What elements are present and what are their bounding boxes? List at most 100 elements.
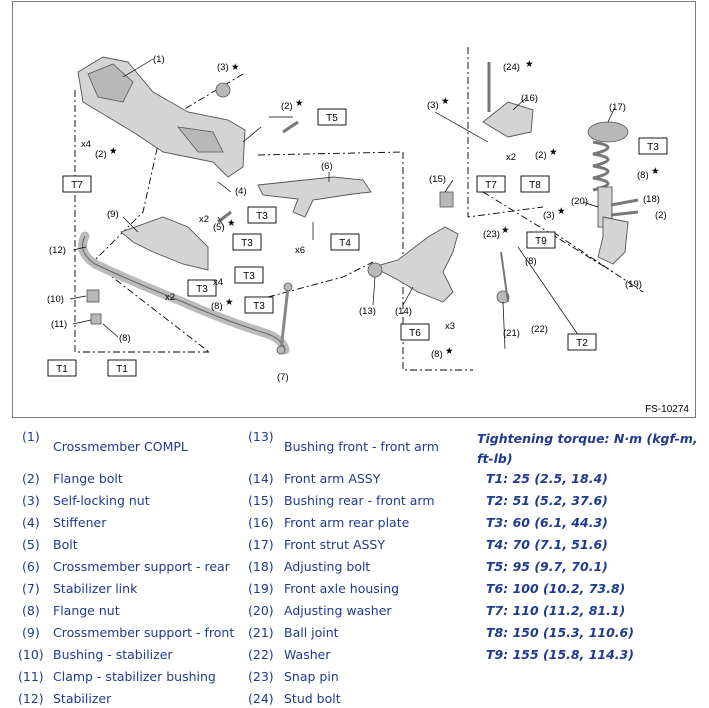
svg-text:x3: x3 xyxy=(445,321,455,332)
torque-row: T9: 155 (15.8, 114.3) xyxy=(486,647,634,662)
legend-item: (13) xyxy=(248,429,274,444)
torque-row: T3: 60 (6.1, 44.3) xyxy=(486,515,608,530)
legend-item: (24) xyxy=(248,691,274,706)
legend-item-label: Front arm ASSY xyxy=(284,471,381,486)
callouts: (1) (3) ★ (2) ★ x4 (2) ★ (4) x2 (5) ★ (6… xyxy=(47,54,667,383)
stabilizer-link-shape xyxy=(276,282,293,355)
legend-item-label: Ball joint xyxy=(284,625,339,640)
svg-text:(8): (8) xyxy=(525,256,537,267)
svg-text:(2): (2) xyxy=(535,150,547,161)
svg-text:T3: T3 xyxy=(256,211,268,222)
legend-item: (9) xyxy=(22,625,40,640)
svg-text:(8): (8) xyxy=(431,349,443,360)
legend-item: (14) xyxy=(248,471,274,486)
svg-text:x2: x2 xyxy=(506,152,516,163)
svg-text:x2: x2 xyxy=(165,292,175,303)
legend-item-label: Bolt xyxy=(53,537,78,552)
svg-text:(12): (12) xyxy=(49,245,66,256)
legend-item: (21) xyxy=(248,625,274,640)
svg-text:(6): (6) xyxy=(321,161,333,172)
svg-text:★: ★ xyxy=(295,98,304,109)
legend-item: (6) xyxy=(22,559,40,574)
svg-text:(21): (21) xyxy=(503,328,520,339)
torque-box-T1-b: T1 xyxy=(107,359,137,377)
torque-box-T3-a: T3 xyxy=(247,206,277,224)
svg-text:★: ★ xyxy=(441,96,450,107)
front-arm-shape xyxy=(367,191,510,304)
legend-item-label: Flange bolt xyxy=(53,471,123,486)
strut-shape xyxy=(587,121,629,265)
leader-lines xyxy=(69,58,616,350)
legend-item: (2) xyxy=(22,471,40,486)
assembly-lines xyxy=(74,47,644,371)
torque-box-T9: T9 xyxy=(526,231,556,249)
svg-text:(14): (14) xyxy=(395,306,412,317)
torque-box-T7-left: T7 xyxy=(62,175,92,193)
legend-item: (20) xyxy=(248,603,274,618)
torque-row: T5: 95 (9.7, 70.1) xyxy=(486,559,608,574)
svg-text:(2): (2) xyxy=(95,149,107,160)
legend: (1) Crossmember COMPL (2) Flange bolt (3… xyxy=(0,425,709,708)
legend-item-label: Crossmember support - front xyxy=(53,625,235,640)
legend-item-label: Stabilizer xyxy=(53,691,112,706)
svg-text:T9: T9 xyxy=(535,236,547,247)
svg-text:(15): (15) xyxy=(429,174,446,185)
svg-text:(2): (2) xyxy=(655,210,667,221)
torque-box-T8: T8 xyxy=(520,175,550,193)
legend-item: (11) xyxy=(18,669,44,684)
legend-item-label: Adjusting washer xyxy=(284,603,392,618)
legend-item-label: Adjusting bolt xyxy=(284,559,371,574)
legend-item-label: Washer xyxy=(284,647,331,662)
torque-row: T1: 25 (2.5, 18.4) xyxy=(486,471,608,486)
torque-box-T4: T4 xyxy=(330,233,360,251)
legend-item-label: Front arm rear plate xyxy=(284,515,410,530)
legend-item: (7) xyxy=(22,581,40,596)
svg-text:(4): (4) xyxy=(235,186,247,197)
legend-item-label: Bushing front - front arm xyxy=(284,439,439,454)
svg-text:T1: T1 xyxy=(56,364,68,375)
svg-text:T7: T7 xyxy=(485,180,497,191)
crossmember-support-rear-shape xyxy=(257,176,372,218)
legend-item-label: Stiffener xyxy=(53,515,107,530)
svg-text:T2: T2 xyxy=(576,338,588,349)
svg-text:(8): (8) xyxy=(637,170,649,181)
svg-text:T3: T3 xyxy=(241,238,253,249)
svg-text:(22): (22) xyxy=(531,324,548,335)
legend-item-label: Flange nut xyxy=(53,603,120,618)
diagram-canvas: T5 T7 T3 T3 T4 T3 T3 T3 T1 T1 T6 T7 T8 T… xyxy=(47,47,668,383)
torque-box-T3-b: T3 xyxy=(232,233,262,251)
crossmember-support-front-shape xyxy=(120,216,209,271)
svg-text:★: ★ xyxy=(231,62,240,73)
crossmember xyxy=(77,56,246,178)
svg-text:★: ★ xyxy=(651,166,660,177)
svg-text:(13): (13) xyxy=(359,306,376,317)
svg-text:★: ★ xyxy=(227,218,236,229)
torque-box-T3-d: T3 xyxy=(187,279,217,297)
small-parts xyxy=(215,82,639,303)
svg-text:T8: T8 xyxy=(529,180,541,191)
svg-text:T6: T6 xyxy=(409,328,421,339)
front-arm-rear-plate-shape xyxy=(482,62,534,138)
svg-text:x6: x6 xyxy=(295,245,305,256)
torque-box-T6: T6 xyxy=(400,323,430,341)
svg-text:T7: T7 xyxy=(71,180,83,191)
exploded-diagram: T5 T7 T3 T3 T4 T3 T3 T3 T1 T1 T6 T7 T8 T… xyxy=(12,1,696,418)
figure-id: FS-10274 xyxy=(645,404,689,415)
svg-text:(1): (1) xyxy=(153,54,165,65)
legend-item-label: Bushing - stabilizer xyxy=(53,647,173,662)
svg-text:(24): (24) xyxy=(503,62,520,73)
legend-item: (15) xyxy=(248,493,274,508)
stabilizer-shape xyxy=(78,231,290,355)
legend-item: (3) xyxy=(22,493,40,508)
torque-row: T4: 70 (7.1, 51.6) xyxy=(486,537,608,552)
svg-text:T3: T3 xyxy=(253,301,265,312)
torque-box-T3-c: T3 xyxy=(234,266,264,284)
svg-text:(17): (17) xyxy=(609,102,626,113)
torque-box-T5: T5 xyxy=(317,108,347,126)
svg-text:★: ★ xyxy=(109,146,118,157)
legend-item: (4) xyxy=(22,515,40,530)
svg-text:T1: T1 xyxy=(116,364,128,375)
svg-text:(8): (8) xyxy=(119,333,131,344)
svg-text:★: ★ xyxy=(445,346,454,357)
legend-item: (1) xyxy=(22,429,40,444)
